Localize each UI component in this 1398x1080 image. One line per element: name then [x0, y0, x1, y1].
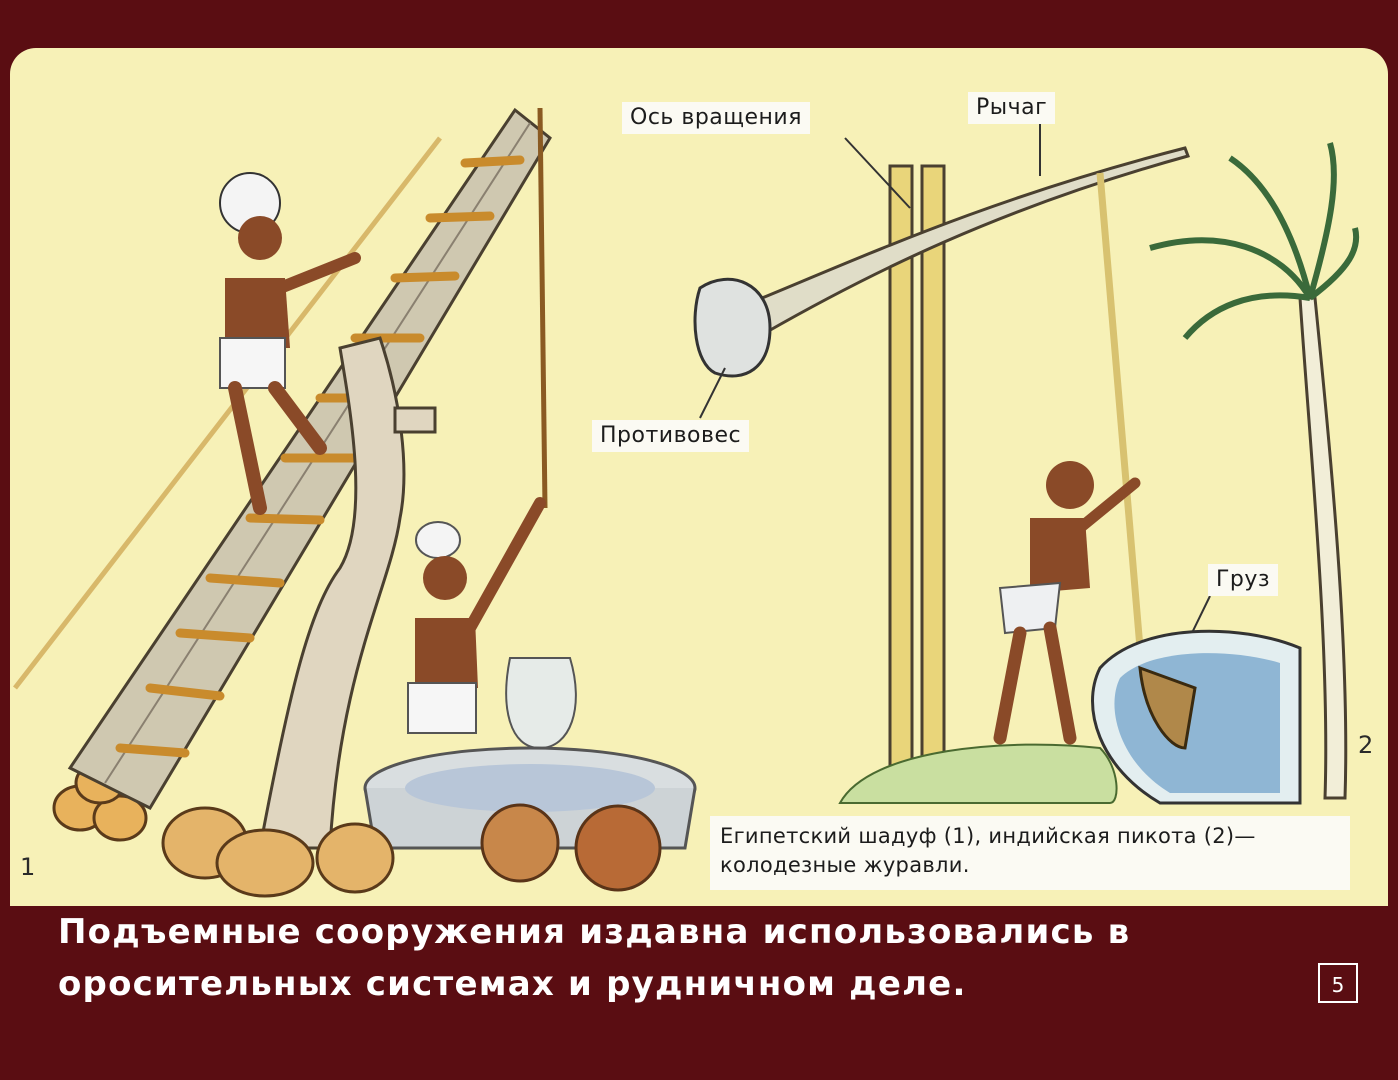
counterweight-pointer — [699, 367, 726, 419]
slide-illustration: Ось вращения Рычаг Противовес Груз 1 2 Е… — [10, 48, 1388, 906]
shaduf-posts — [888, 164, 946, 768]
main-caption: Подъемные сооружения издавна использовал… — [58, 906, 1348, 1010]
climbing-man — [219, 172, 361, 515]
figure-caption-line-1: Египетский шадуф (1), индийская пикота (… — [720, 824, 1256, 848]
ladder-rungs — [115, 155, 525, 758]
axis-label: Ось вращения — [622, 102, 810, 134]
counterweight-label: Противовес — [592, 420, 750, 452]
figure-number-1: 1 — [20, 853, 36, 881]
main-caption-line-2: оросительных системах и рудничном деле. — [58, 964, 967, 1004]
pivot-peg — [393, 406, 437, 434]
figure-caption: Египетский шадуф (1), индийская пикота (… — [710, 816, 1350, 890]
water-basin — [1091, 629, 1302, 805]
page-number: 5 — [1318, 963, 1358, 1003]
ladder-rail — [13, 136, 442, 690]
palm-tree — [1149, 142, 1360, 800]
lever-label: Рычаг — [968, 92, 1056, 124]
load-bucket — [1138, 665, 1197, 750]
illustration-drawing — [13, 107, 1360, 898]
shaduf-man — [993, 461, 1141, 745]
water-bag — [505, 657, 577, 750]
figure-number-2: 2 — [1358, 731, 1374, 759]
clay-pots — [480, 803, 662, 892]
shaduf-lever — [747, 146, 1190, 336]
stones — [161, 806, 395, 898]
man-at-well — [407, 497, 546, 734]
tree-trunk — [258, 336, 406, 850]
grass-mound — [838, 743, 1118, 804]
load-label: Груз — [1208, 564, 1279, 596]
rope-left — [537, 107, 548, 509]
counterweight-stone — [693, 277, 772, 378]
axis-pointer — [844, 137, 911, 209]
main-caption-line-1: Подъемные сооружения издавна использовал… — [58, 912, 1131, 952]
rope-right — [1096, 172, 1144, 649]
figure-caption-line-2: колодезные журавли. — [720, 853, 970, 877]
